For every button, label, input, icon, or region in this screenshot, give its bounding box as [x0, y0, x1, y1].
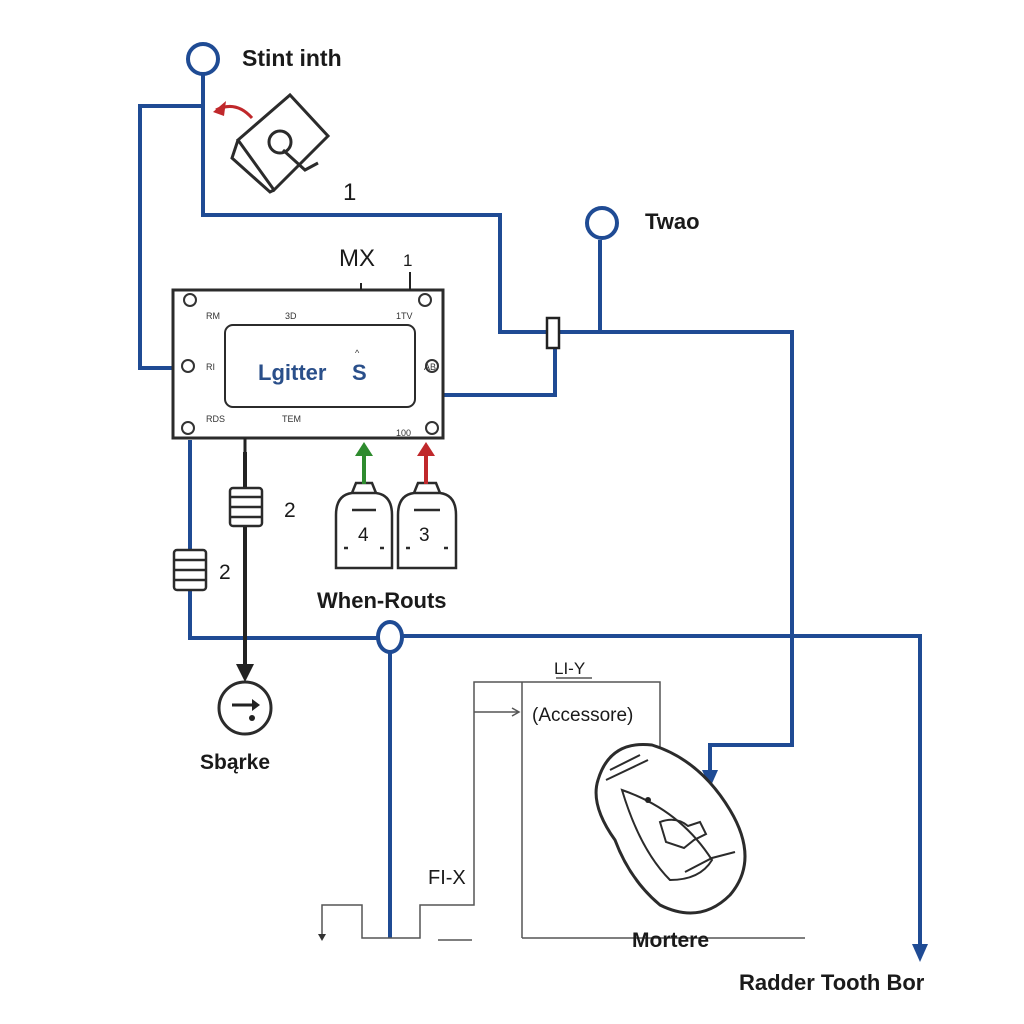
label-radder-tooth-bor: Radder Tooth Bor	[739, 970, 925, 995]
control-module	[171, 272, 445, 452]
coil-icon	[172, 548, 208, 592]
label-fi-x: FI-X	[428, 867, 466, 889]
junction-node	[376, 620, 404, 654]
gauge-icon	[217, 680, 273, 736]
module-label-bl: RDS	[206, 414, 225, 424]
red-arrowhead	[417, 442, 435, 456]
motor-icon	[594, 742, 747, 915]
label-coil-lower: 2	[219, 561, 231, 584]
terminal-top-left	[186, 42, 220, 76]
wire-bottom-bus	[188, 440, 380, 640]
label-sbarke: Sbąrke	[200, 751, 270, 774]
module-label-tl: RM	[206, 311, 220, 321]
label-bulb-right: 3	[419, 525, 430, 546]
inline-connector	[545, 316, 561, 350]
wire-twao	[560, 240, 602, 334]
wire-top-left-loop	[201, 74, 548, 334]
label-twao: Twao	[645, 209, 700, 234]
wire-module-out	[442, 345, 557, 397]
label-module-header: MX	[339, 245, 375, 272]
terminal-twao	[585, 206, 619, 240]
module-title: Lgitter	[258, 360, 327, 385]
label-switch-number: 1	[343, 179, 356, 206]
module-label-br: 100	[396, 428, 411, 438]
label-bulb-left: 4	[358, 525, 369, 546]
wire-left-feed	[138, 104, 203, 370]
label-accessore: (Accessore)	[532, 705, 633, 726]
accessory-box	[321, 681, 805, 941]
label-coil-upper: 2	[284, 499, 296, 522]
label-li-y: LI-Y	[554, 659, 585, 678]
lamp-socket-icon	[334, 481, 394, 570]
arrow-bottom-right	[912, 944, 928, 962]
wire-network	[138, 74, 922, 948]
wire-right-run	[560, 330, 794, 775]
module-label-mr: AB	[424, 362, 436, 372]
arrow-gauge-in	[236, 664, 254, 682]
green-arrowhead	[355, 442, 373, 456]
module-title-suffix: S	[352, 360, 367, 385]
label-module-header-num: 1	[403, 251, 412, 270]
label-when-routs: When-Routs	[317, 588, 447, 613]
module-label-bc: TEM	[282, 414, 301, 424]
label-mortere: Mortere	[632, 929, 709, 952]
arrow-motor-in	[702, 770, 718, 788]
module-label-ml: RI	[206, 362, 215, 372]
ignition-switch-icon	[230, 92, 331, 194]
module-label-tr: 1TV	[396, 311, 413, 321]
module-label-tc: 3D	[285, 311, 297, 321]
module-tiny-mark: ^	[355, 348, 360, 358]
wire-bottom-bus-right	[400, 634, 922, 948]
label-stint-inth: Stint inth	[242, 45, 342, 71]
switch-red-arrowhead	[213, 101, 226, 116]
lamp-socket-icon	[396, 481, 458, 570]
small-down-arrow	[318, 934, 326, 941]
coil-icon	[228, 486, 264, 528]
